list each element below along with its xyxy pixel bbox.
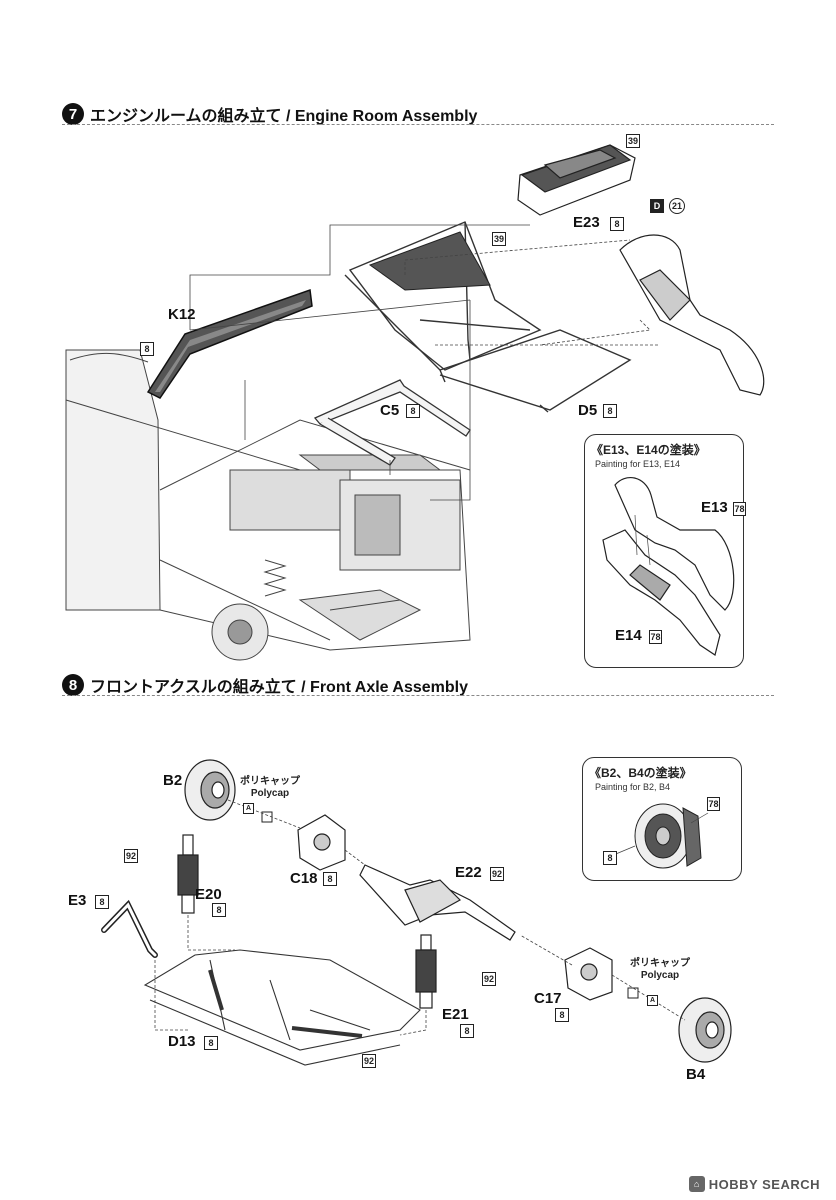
k12-label: K12 [168, 306, 196, 323]
left-shock-color: 92 [124, 849, 138, 863]
decal-21-badge: 21 [669, 198, 685, 214]
e13-label: E13 [701, 499, 728, 516]
e13-e14-drawing [602, 477, 735, 656]
polycap-label-1: ポリキャップ Polycap [240, 776, 300, 800]
link-color: 92 [362, 1054, 376, 1068]
d13-color: 8 [204, 1036, 218, 1050]
e21-label: E21 [442, 1006, 469, 1023]
hub-color: 78 [707, 797, 720, 811]
polycap-en-2: Polycap [640, 970, 680, 981]
polycap-mark-1: A [243, 803, 254, 814]
c5-label: C5 [380, 402, 400, 419]
e20-color: 8 [212, 903, 226, 917]
e3-color: 8 [95, 895, 109, 909]
polycap-mark-2: A [647, 995, 658, 1006]
b4-label: B4 [686, 1066, 706, 1083]
e20-label: E20 [195, 886, 222, 903]
disc-color: 8 [603, 851, 617, 865]
inset-title: 《E13、E14の塗装》 [591, 443, 706, 457]
d5-color: 8 [603, 404, 617, 418]
e14-label: E14 [615, 627, 642, 644]
e23-label: E23 [573, 214, 600, 231]
step7-number: 7 [62, 103, 84, 125]
hobby-search-logo-icon: ⌂ [688, 1176, 705, 1192]
inset2-title: 《B2、B4の塗装》 [589, 766, 692, 780]
e23-color: 8 [610, 217, 624, 231]
e23-top-color: 39 [626, 134, 640, 148]
d5-label: D5 [578, 402, 598, 419]
step8-divider [62, 695, 774, 696]
e13-color: 78 [733, 502, 746, 516]
c18-color: 8 [323, 872, 337, 886]
c18-label: C18 [290, 870, 318, 887]
e13-e14-painting-inset: 《E13、E14の塗装》 Painting for E13, E14 E13 7… [584, 434, 746, 668]
c5-color: 8 [406, 404, 420, 418]
e3-label: E3 [68, 892, 87, 909]
b2-label: B2 [163, 772, 183, 789]
c17-label: C17 [534, 990, 562, 1007]
polycap-jp-2: ポリキャップ [630, 958, 690, 969]
step7-divider [62, 124, 774, 125]
watermark-text: HOBBY SEARCH [708, 1176, 820, 1192]
polycap-label-2: ポリキャップ Polycap [630, 958, 690, 982]
e14-color: 78 [649, 630, 662, 644]
step8-title: フロントアクスルの組み立て / Front Axle Assembly [90, 679, 469, 696]
e22-label: E22 [455, 864, 482, 881]
b2-b4-painting-inset: 《B2、B4の塗装》 Painting for B2, B4 78 8 [582, 757, 742, 881]
watermark: ⌂ HOBBY SEARCH [688, 1176, 820, 1192]
e21-color: 8 [460, 1024, 474, 1038]
step7-title: エンジンルームの組み立て / Engine Room Assembly [90, 108, 478, 125]
inset2-subtitle: Painting for B2, B4 [595, 782, 671, 792]
e22-color: 92 [490, 867, 504, 881]
step8-number: 8 [62, 674, 84, 696]
right-shock-color: 92 [482, 972, 496, 986]
k12-color: 8 [140, 342, 154, 356]
decal-d-badge: D [650, 199, 664, 213]
b2-b4-drawing [610, 803, 709, 869]
step8-header: 8 フロントアクスルの組み立て / Front Axle Assembly [62, 673, 468, 697]
polycap-jp-1: ポリキャップ [240, 776, 300, 787]
inset-subtitle: Painting for E13, E14 [595, 459, 681, 469]
polycap-en-1: Polycap [250, 788, 290, 799]
frame-color: 39 [492, 232, 506, 246]
c17-color: 8 [555, 1008, 569, 1022]
d13-label: D13 [168, 1033, 196, 1050]
step7-header: 7 エンジンルームの組み立て / Engine Room Assembly [62, 102, 477, 126]
